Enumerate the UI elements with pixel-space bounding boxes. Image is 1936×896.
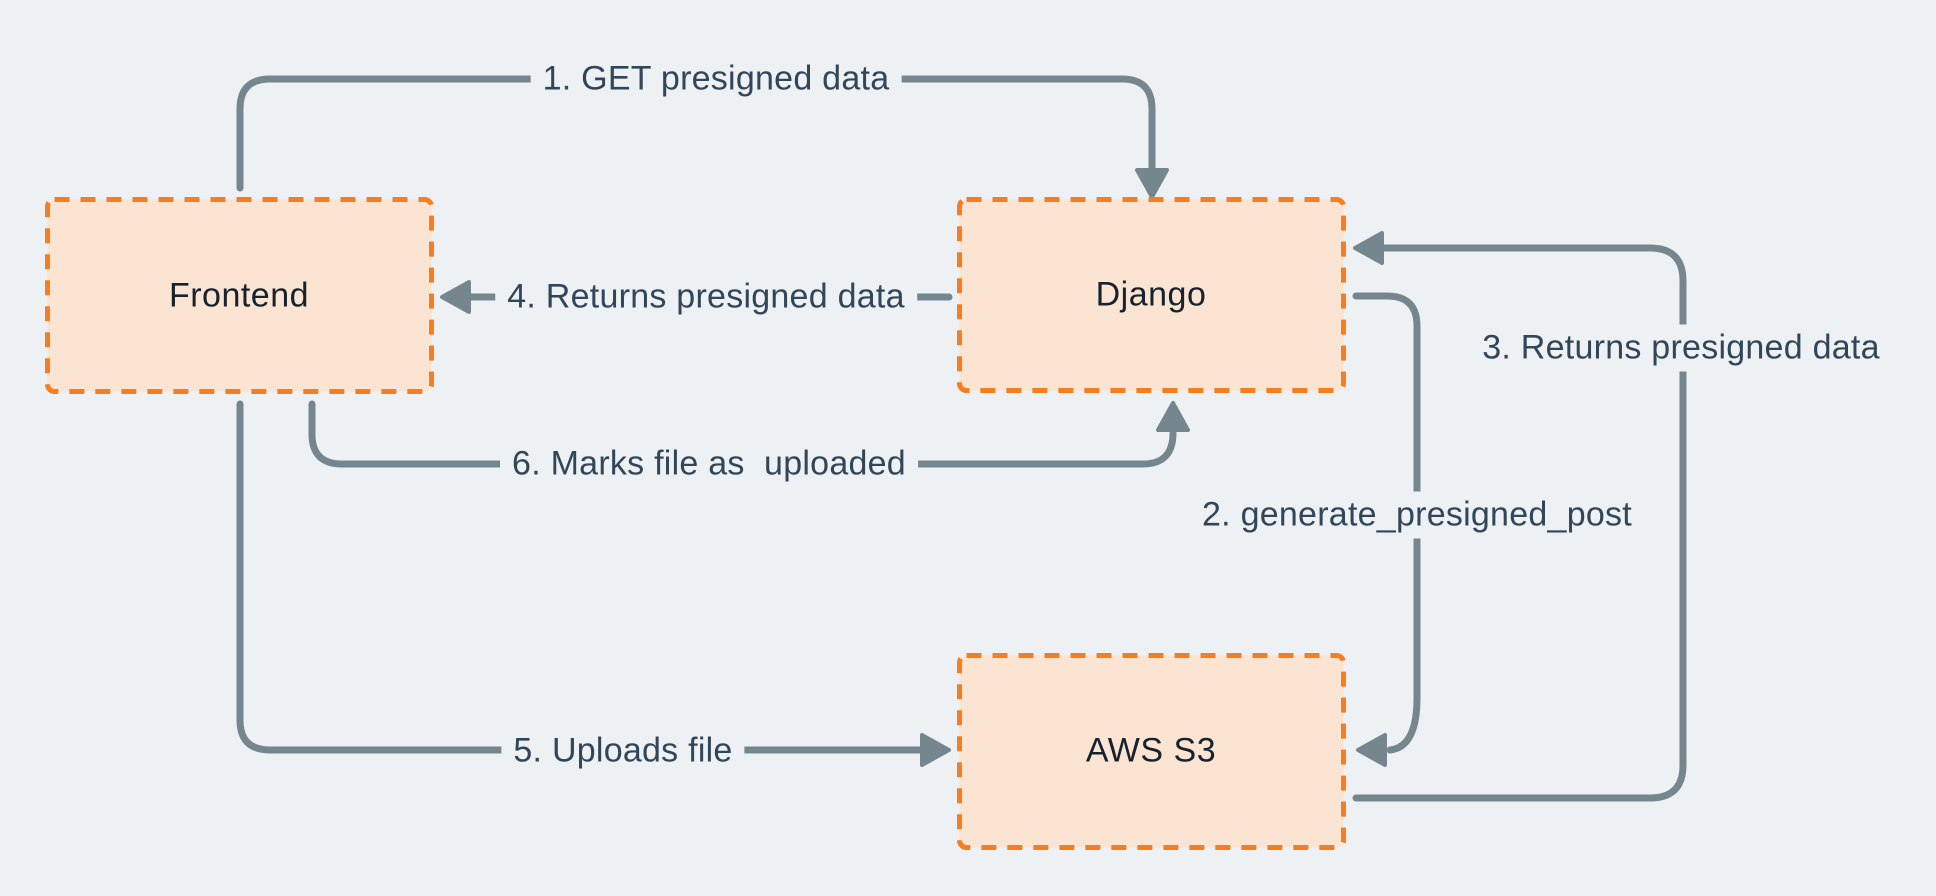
arrowhead-6-into-django-bottom-icon	[1156, 401, 1190, 432]
edge-label-5-uploads-file: 5. Uploads file	[501, 727, 745, 775]
connector-5-uploads-file	[236, 400, 926, 754]
node-aws-s3-label: AWS S3	[1085, 731, 1217, 770]
arrowhead-2-into-aws-s3-right-icon	[1356, 733, 1387, 767]
edge-label-3-returns-presigned-data: 3. Returns presigned data	[1470, 324, 1892, 372]
edge-label-2-generate-presigned-post: 2. generate_presigned_post	[1190, 491, 1644, 539]
node-django-box	[957, 197, 1346, 393]
node-django-label: Django	[1095, 275, 1207, 314]
connector-6-marks-file-uploaded	[308, 400, 1177, 468]
node-frontend-label: Frontend	[168, 276, 310, 315]
arrowhead-5-into-aws-s3-left-icon	[920, 733, 951, 767]
edge-label-6-marks-file-uploaded: 6. Marks file as uploaded	[500, 440, 918, 488]
arrowhead-4-into-frontend-right-icon	[440, 280, 471, 314]
connector-3-returns-presigned-data	[1352, 244, 1687, 802]
edge-label-1-get-presigned-data: 1. GET presigned data	[530, 55, 902, 103]
edge-label-4-returns-presigned-data: 4. Returns presigned data	[495, 273, 917, 321]
node-aws-s3-box	[957, 653, 1346, 850]
node-frontend-box	[45, 197, 434, 394]
arrowhead-1-into-django-top-icon	[1135, 168, 1169, 199]
arrowhead-3-into-django-right-icon	[1353, 231, 1384, 265]
